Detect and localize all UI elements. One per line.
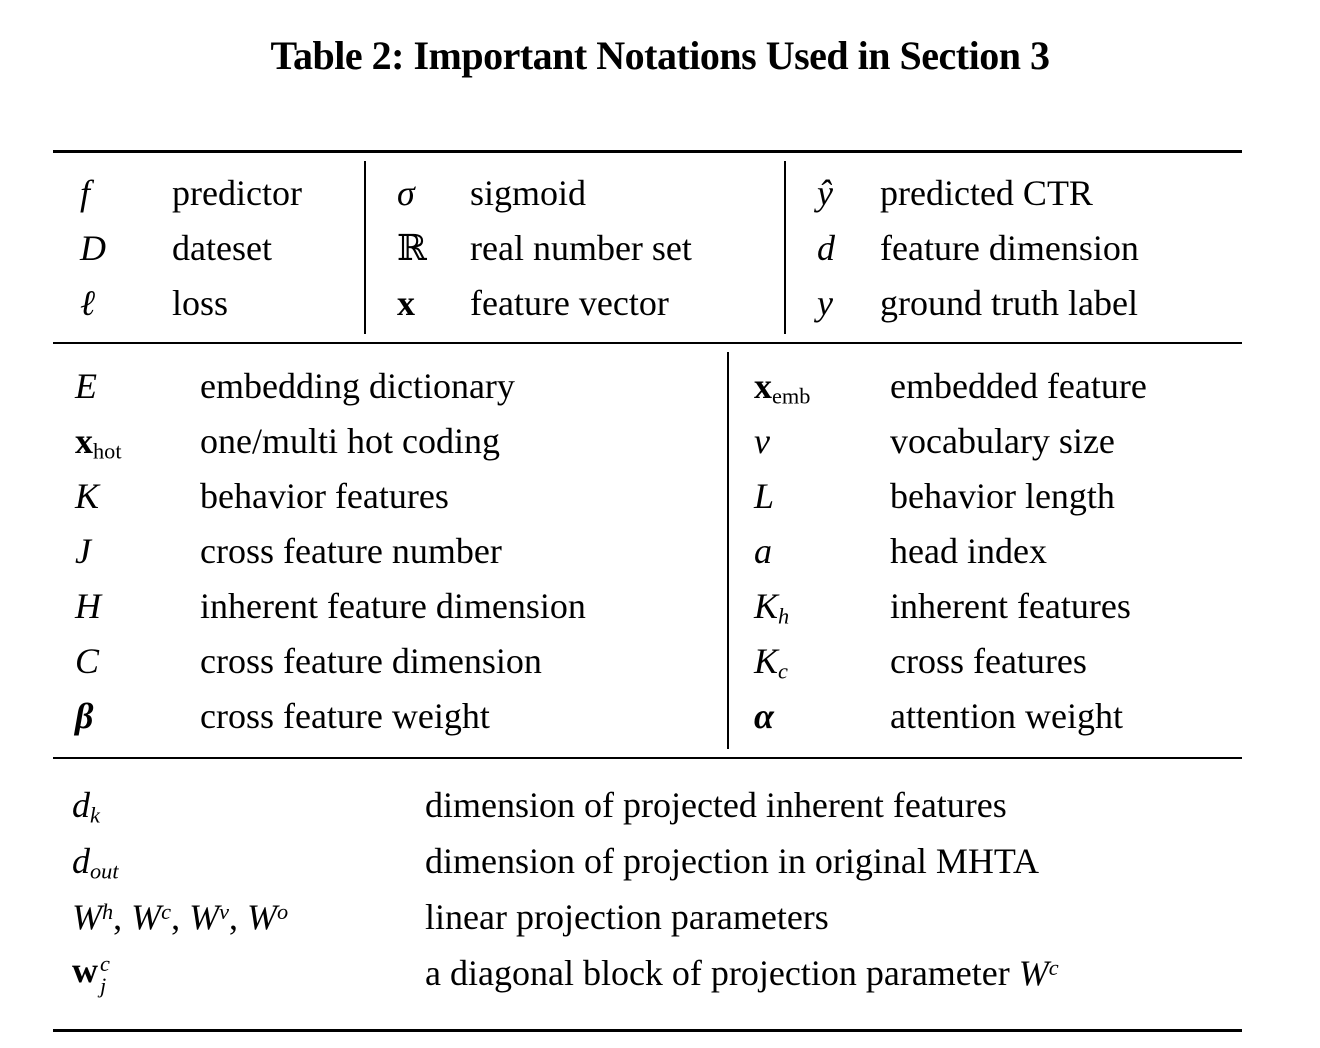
- column-group: xemb embedded feature v vocabulary size …: [727, 352, 1242, 749]
- notation-row: D dateset: [80, 220, 364, 275]
- notation-symbol: K: [75, 475, 100, 516]
- notation-row: H inherent feature dimension: [75, 578, 727, 633]
- notation-symbol: J: [75, 530, 91, 571]
- notation-symbol: dout: [72, 841, 119, 884]
- notation-symbol: ℝ: [397, 227, 427, 268]
- notation-symbol: Wh, Wc, Wv, Wo: [72, 897, 289, 937]
- notation-symbol: y: [817, 282, 833, 323]
- notation-description: embedded feature: [890, 365, 1147, 406]
- notation-row: C cross feature dimension: [75, 633, 727, 688]
- notation-row: xhot one/multi hot coding: [75, 413, 727, 468]
- notation-row: Kh inherent features: [754, 578, 1242, 633]
- notation-description: cross features: [890, 640, 1087, 681]
- notation-row: β cross feature weight: [75, 688, 727, 743]
- notation-description: behavior length: [890, 475, 1115, 516]
- section-divider-rule: [53, 757, 1242, 759]
- notation-symbol: ŷ: [817, 172, 833, 213]
- notation-row: E embedding dictionary: [75, 358, 727, 413]
- notation-row: ŷ predicted CTR: [817, 165, 1242, 220]
- notation-row: α attention weight: [754, 688, 1242, 743]
- notation-description: cross feature weight: [200, 695, 490, 736]
- notation-description: feature vector: [470, 282, 669, 323]
- notation-description: embedding dictionary: [200, 365, 515, 406]
- top-rule: [53, 150, 1242, 153]
- notation-row: Wh, Wc, Wv, Wo linear projection paramet…: [72, 889, 1242, 945]
- column-group: ŷ predicted CTR d feature dimension y gr…: [784, 161, 1242, 334]
- column-group: E embedding dictionary xhot one/multi ho…: [53, 352, 727, 749]
- section-divider-rule: [53, 342, 1242, 344]
- notation-symbol: x: [397, 282, 415, 323]
- notation-row: f predictor: [80, 165, 364, 220]
- notation-description: feature dimension: [880, 227, 1139, 268]
- notation-description: attention weight: [890, 695, 1123, 736]
- notation-row: d feature dimension: [817, 220, 1242, 275]
- notation-row: L behavior length: [754, 468, 1242, 523]
- notation-row: a head index: [754, 523, 1242, 578]
- notation-symbol: xhot: [75, 420, 122, 464]
- notation-row: ℝ real number set: [397, 220, 784, 275]
- notation-symbol: σ: [397, 172, 415, 213]
- notation-row: ℓ loss: [80, 275, 364, 330]
- notation-symbol: C: [75, 640, 100, 681]
- notation-description: dateset: [172, 227, 272, 268]
- column-group: dk dimension of projected inherent featu…: [53, 773, 1242, 1005]
- notation-row: J cross feature number: [75, 523, 727, 578]
- table-section-features: E embedding dictionary xhot one/multi ho…: [53, 344, 1242, 757]
- notation-description: vocabulary size: [890, 420, 1115, 461]
- notation-description: inherent features: [890, 585, 1131, 626]
- notation-description: linear projection parameters: [425, 897, 829, 937]
- notation-symbol: d: [817, 227, 835, 268]
- notation-description: one/multi hot coding: [200, 420, 500, 461]
- column-group: σ sigmoid ℝ real number set x feature ve…: [364, 161, 784, 334]
- notation-description: loss: [172, 282, 229, 323]
- notation-symbol: xemb: [754, 365, 811, 409]
- notation-row: xemb embedded feature: [754, 358, 1242, 413]
- notation-symbol: L: [754, 475, 775, 516]
- notation-description: dimension of projected inherent features: [425, 785, 1007, 825]
- notation-description: dimension of projection in original MHTA: [425, 841, 1040, 881]
- notation-description: cross feature number: [200, 530, 502, 571]
- notation-symbol: α: [754, 695, 774, 736]
- notation-description: a diagonal block of projection parameter…: [425, 953, 1059, 993]
- table-caption: Table 2: Important Notations Used in Sec…: [270, 33, 1050, 78]
- notation-row: v vocabulary size: [754, 413, 1242, 468]
- notation-description: inherent feature dimension: [200, 585, 586, 626]
- notations-table: f predictor D dateset ℓ loss σ sigmoid ℝ…: [53, 150, 1242, 1032]
- notation-symbol: f: [80, 172, 91, 213]
- notation-description: behavior features: [200, 475, 449, 516]
- notation-description: ground truth label: [880, 282, 1138, 323]
- notation-row: dk dimension of projected inherent featu…: [72, 777, 1242, 833]
- notation-symbol: D: [80, 227, 106, 268]
- notation-symbol: Kh: [754, 585, 790, 629]
- notation-row: y ground truth label: [817, 275, 1242, 330]
- notation-symbol: v: [754, 420, 770, 461]
- notation-description: predicted CTR: [880, 172, 1093, 213]
- notation-row: x feature vector: [397, 275, 784, 330]
- notation-row: Kc cross features: [754, 633, 1242, 688]
- notation-symbol: dk: [72, 785, 100, 828]
- notation-symbol: ℓ: [80, 282, 95, 323]
- notation-symbol: Kc: [754, 640, 788, 684]
- notation-description: sigmoid: [470, 172, 587, 213]
- notation-symbol: a: [754, 530, 772, 571]
- notation-description: real number set: [470, 227, 692, 268]
- notation-symbol: E: [75, 365, 97, 406]
- notation-symbol: H: [75, 585, 101, 626]
- notation-row: dout dimension of projection in original…: [72, 833, 1242, 889]
- notation-row: K behavior features: [75, 468, 727, 523]
- notation-description: predictor: [172, 172, 302, 213]
- bottom-rule: [53, 1029, 1242, 1032]
- notation-description: cross feature dimension: [200, 640, 542, 681]
- table-section-basic: f predictor D dateset ℓ loss σ sigmoid ℝ…: [53, 153, 1242, 342]
- notation-description: head index: [890, 530, 1047, 571]
- table-section-projection: dk dimension of projected inherent featu…: [53, 759, 1242, 1029]
- notation-symbol: β: [75, 695, 94, 736]
- column-group: f predictor D dateset ℓ loss: [53, 161, 364, 334]
- notation-row: σ sigmoid: [397, 165, 784, 220]
